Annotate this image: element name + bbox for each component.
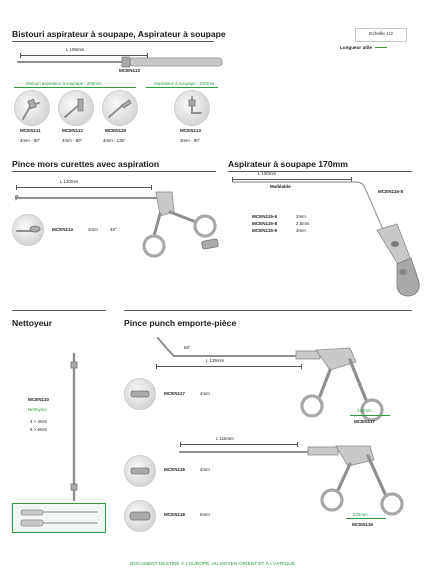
item-ref-mcen111: MCEN111 bbox=[20, 128, 41, 133]
tip-detail-mcen111 bbox=[14, 90, 50, 126]
tip-detail-mcen116 bbox=[124, 455, 156, 487]
section1-rule bbox=[12, 41, 214, 42]
section4-line-2: 6 > 6mm bbox=[30, 427, 48, 432]
valve-aspirator-illustration bbox=[232, 181, 420, 297]
punch-top-dimension-line bbox=[156, 364, 302, 369]
item-ref-mcen112: MCEN112 bbox=[62, 128, 83, 133]
section3-rule bbox=[228, 171, 412, 172]
curette-forceps-illustration bbox=[14, 191, 219, 258]
section4-ref: MCEN110 bbox=[28, 397, 49, 402]
section3-note: Malléable bbox=[270, 184, 291, 189]
tip-detail-mcen113 bbox=[174, 90, 210, 126]
section5-angle: 60° bbox=[184, 345, 191, 350]
section1-title: Bistouri aspirateur à soupape, Aspirateu… bbox=[12, 29, 226, 39]
suction-knife-illustration bbox=[17, 56, 223, 68]
scale-box: Echelle 1/2 bbox=[355, 28, 407, 42]
section3-main-ref: MCEN115-8 bbox=[378, 189, 404, 194]
section2-title: Pince mors curettes avec aspiration bbox=[12, 159, 160, 169]
punch-top-ref: MCEN117 bbox=[164, 391, 185, 396]
section2-length-label: L 120mm bbox=[60, 179, 79, 184]
section4-name: Nettoyeur bbox=[28, 407, 48, 412]
punch-top-size: 4mm bbox=[200, 391, 210, 396]
item-spec-mcen113: 3mm - 90° bbox=[180, 138, 201, 143]
section2-ref: MCEN114 bbox=[52, 227, 73, 232]
malleable-tube bbox=[232, 181, 386, 235]
punch-top-main-ref: MCEN117 bbox=[354, 419, 375, 424]
tip-detail-mcen112 bbox=[58, 90, 94, 126]
table-row: MCEN115-9 3mm bbox=[252, 228, 309, 235]
punch-top-green-line bbox=[350, 415, 390, 416]
punch-forceps-top-illustration bbox=[157, 337, 384, 422]
section1-sub-left-line bbox=[14, 87, 136, 88]
punch-top-green-length: 235mm bbox=[357, 408, 372, 413]
section2-size: 2mm bbox=[88, 227, 98, 232]
tip-detail-mcen117 bbox=[124, 378, 156, 410]
table-row: MCEN115-6 2mm bbox=[252, 214, 309, 221]
punch-bottom-size-1: 4mm bbox=[200, 467, 210, 472]
punch-bottom-main-ref: MCEN116 bbox=[352, 522, 373, 527]
table-row: MCEN115-8 2,5mm bbox=[252, 221, 309, 228]
section5-rule bbox=[124, 310, 412, 311]
scale-note: Longueur utile bbox=[340, 45, 388, 50]
punch-bottom-ref-1: MCEN116 bbox=[164, 467, 185, 472]
section4-rule bbox=[12, 310, 106, 311]
punch-top-length-label: L 125mm bbox=[206, 358, 225, 363]
punch-top-body bbox=[315, 347, 357, 371]
punch-bottom-dimension-line bbox=[180, 442, 298, 447]
forceps-ring-left bbox=[142, 234, 166, 258]
section4-line-1: 4 > 4mm bbox=[30, 419, 48, 424]
section3-length-label: L 150mm bbox=[258, 171, 277, 176]
forceps-ring-right bbox=[193, 214, 217, 238]
punch-bottom-green-length: 225mm bbox=[353, 512, 368, 517]
section1-sub-right-line bbox=[146, 87, 218, 88]
punch-bottom-green-line bbox=[346, 518, 386, 519]
aspirator-handle bbox=[396, 257, 420, 297]
item-ref-mcen120: MCEN120 bbox=[105, 128, 127, 133]
section5-title: Pince punch emporte-pièce bbox=[124, 318, 237, 328]
section3-dimension-line bbox=[232, 177, 352, 182]
section1-length-label: L 109mm bbox=[66, 47, 85, 52]
row-size: 2,5mm bbox=[296, 221, 310, 226]
row-size: 2mm bbox=[296, 214, 306, 219]
section1-dimension-line bbox=[20, 53, 148, 58]
row-size: 3mm bbox=[296, 228, 306, 233]
tip-detail-mcen120 bbox=[102, 90, 138, 126]
row-ref: MCEN115-9 bbox=[252, 228, 278, 233]
cleaner-detail-box bbox=[12, 503, 106, 533]
row-ref: MCEN115-6 bbox=[252, 214, 278, 219]
cleaner-illustration bbox=[70, 352, 78, 502]
punch-bottom-size-2: 6mm bbox=[200, 512, 210, 517]
section3-title: Aspirateur à soupape 170mm bbox=[228, 159, 348, 169]
punch-forceps-bottom-illustration bbox=[179, 445, 404, 516]
section1-sub-right: Aspirateur à soupape - 210mm bbox=[154, 81, 215, 86]
scale-label: Echelle 1/2 bbox=[369, 32, 393, 37]
suction-connector bbox=[201, 238, 219, 250]
item-spec-mcen120: 4mm - 135° bbox=[103, 138, 126, 143]
item-spec-mcen112: 4mm - 90° bbox=[62, 138, 83, 143]
punch-bottom-body bbox=[335, 445, 375, 467]
section3-table: MCEN115-6 2mm MCEN115-8 2,5mm MCEN115-9 … bbox=[252, 214, 309, 235]
section4-title: Nettoyeur bbox=[12, 318, 53, 328]
punch-bottom-length-label: L 115mm bbox=[216, 436, 234, 441]
forceps-shaft bbox=[17, 193, 167, 199]
row-ref: MCEN115-8 bbox=[252, 221, 278, 226]
valve-button bbox=[121, 56, 131, 68]
punch-bottom-ref-2: MCEN118 bbox=[164, 512, 185, 517]
section1-sub-left: Bistouri aspirateur à soupape - 205mm bbox=[26, 81, 102, 86]
section2-angle: 45° bbox=[110, 227, 117, 232]
section2-dimension-line bbox=[16, 185, 152, 190]
item-spec-mcen111: 4mm - 80° bbox=[20, 138, 41, 143]
tip-detail-mcen114 bbox=[12, 214, 44, 246]
section1-main-ref: MCEN113 bbox=[119, 68, 140, 73]
tip-detail-mcen118 bbox=[124, 500, 156, 532]
footer-text: DOCUMENT DESTINÉ À L'EUROPE, AU MOYEN-OR… bbox=[129, 562, 296, 567]
section2-rule bbox=[12, 171, 216, 172]
item-ref-mcen113: MCEN113 bbox=[180, 128, 201, 133]
